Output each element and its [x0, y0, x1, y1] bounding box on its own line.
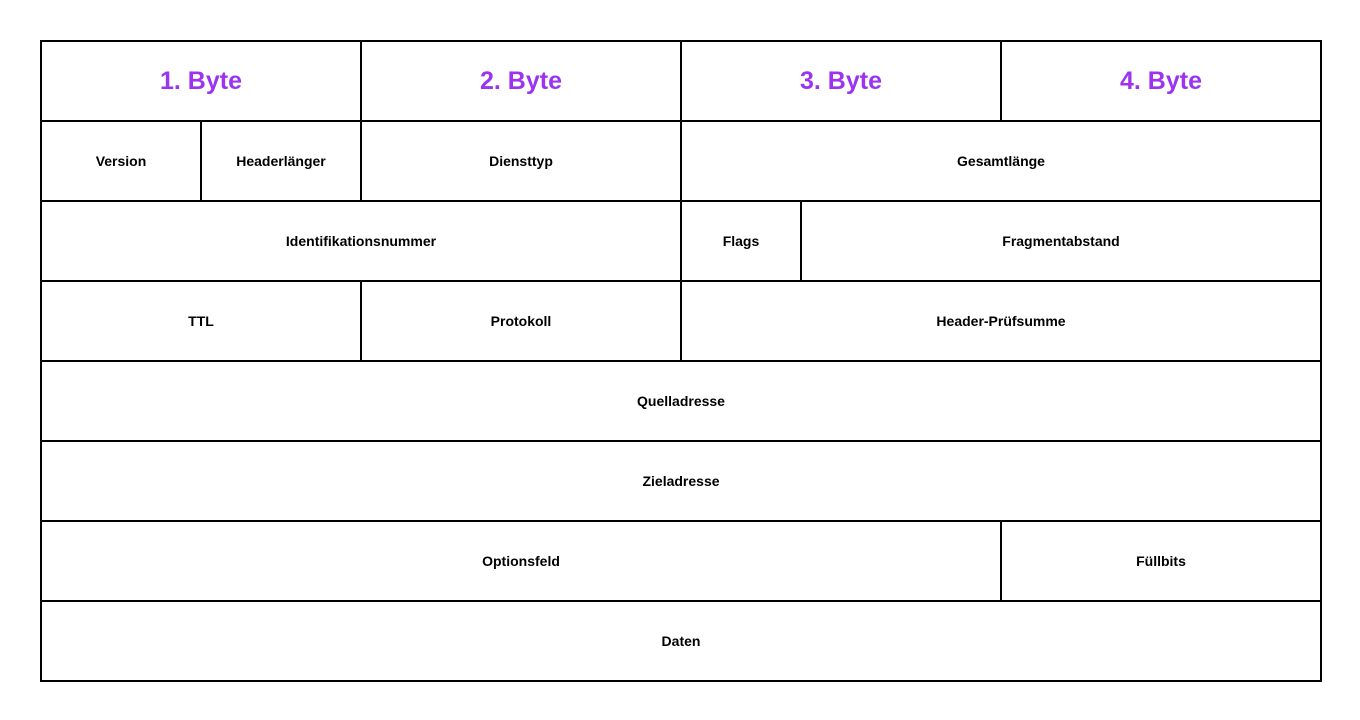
byte-3-header: 3. Byte: [681, 41, 1001, 121]
field-ttl: TTL: [41, 281, 361, 361]
ipv4-header-grid: 1. Byte 2. Byte 3. Byte 4. Byte Version …: [41, 41, 1321, 681]
field-protocol: Protokoll: [361, 281, 681, 361]
field-version: Version: [41, 121, 201, 201]
field-flags: Flags: [681, 201, 801, 281]
field-service-type: Diensttyp: [361, 121, 681, 201]
field-identification: Identifikationsnummer: [41, 201, 681, 281]
byte-1-header: 1. Byte: [41, 41, 361, 121]
byte-2-header: 2. Byte: [361, 41, 681, 121]
field-fragment-offset: Fragmentabstand: [801, 201, 1321, 281]
field-source-address: Quelladresse: [41, 361, 1321, 441]
ipv4-header-diagram: 1. Byte 2. Byte 3. Byte 4. Byte Version …: [40, 40, 1322, 682]
field-total-length: Gesamtlänge: [681, 121, 1321, 201]
field-header-checksum: Header-Prüfsumme: [681, 281, 1321, 361]
field-options: Optionsfeld: [41, 521, 1001, 601]
field-data: Daten: [41, 601, 1321, 681]
byte-4-header: 4. Byte: [1001, 41, 1321, 121]
field-padding: Füllbits: [1001, 521, 1321, 601]
field-header-length: Headerlänger: [201, 121, 361, 201]
field-destination-address: Zieladresse: [41, 441, 1321, 521]
